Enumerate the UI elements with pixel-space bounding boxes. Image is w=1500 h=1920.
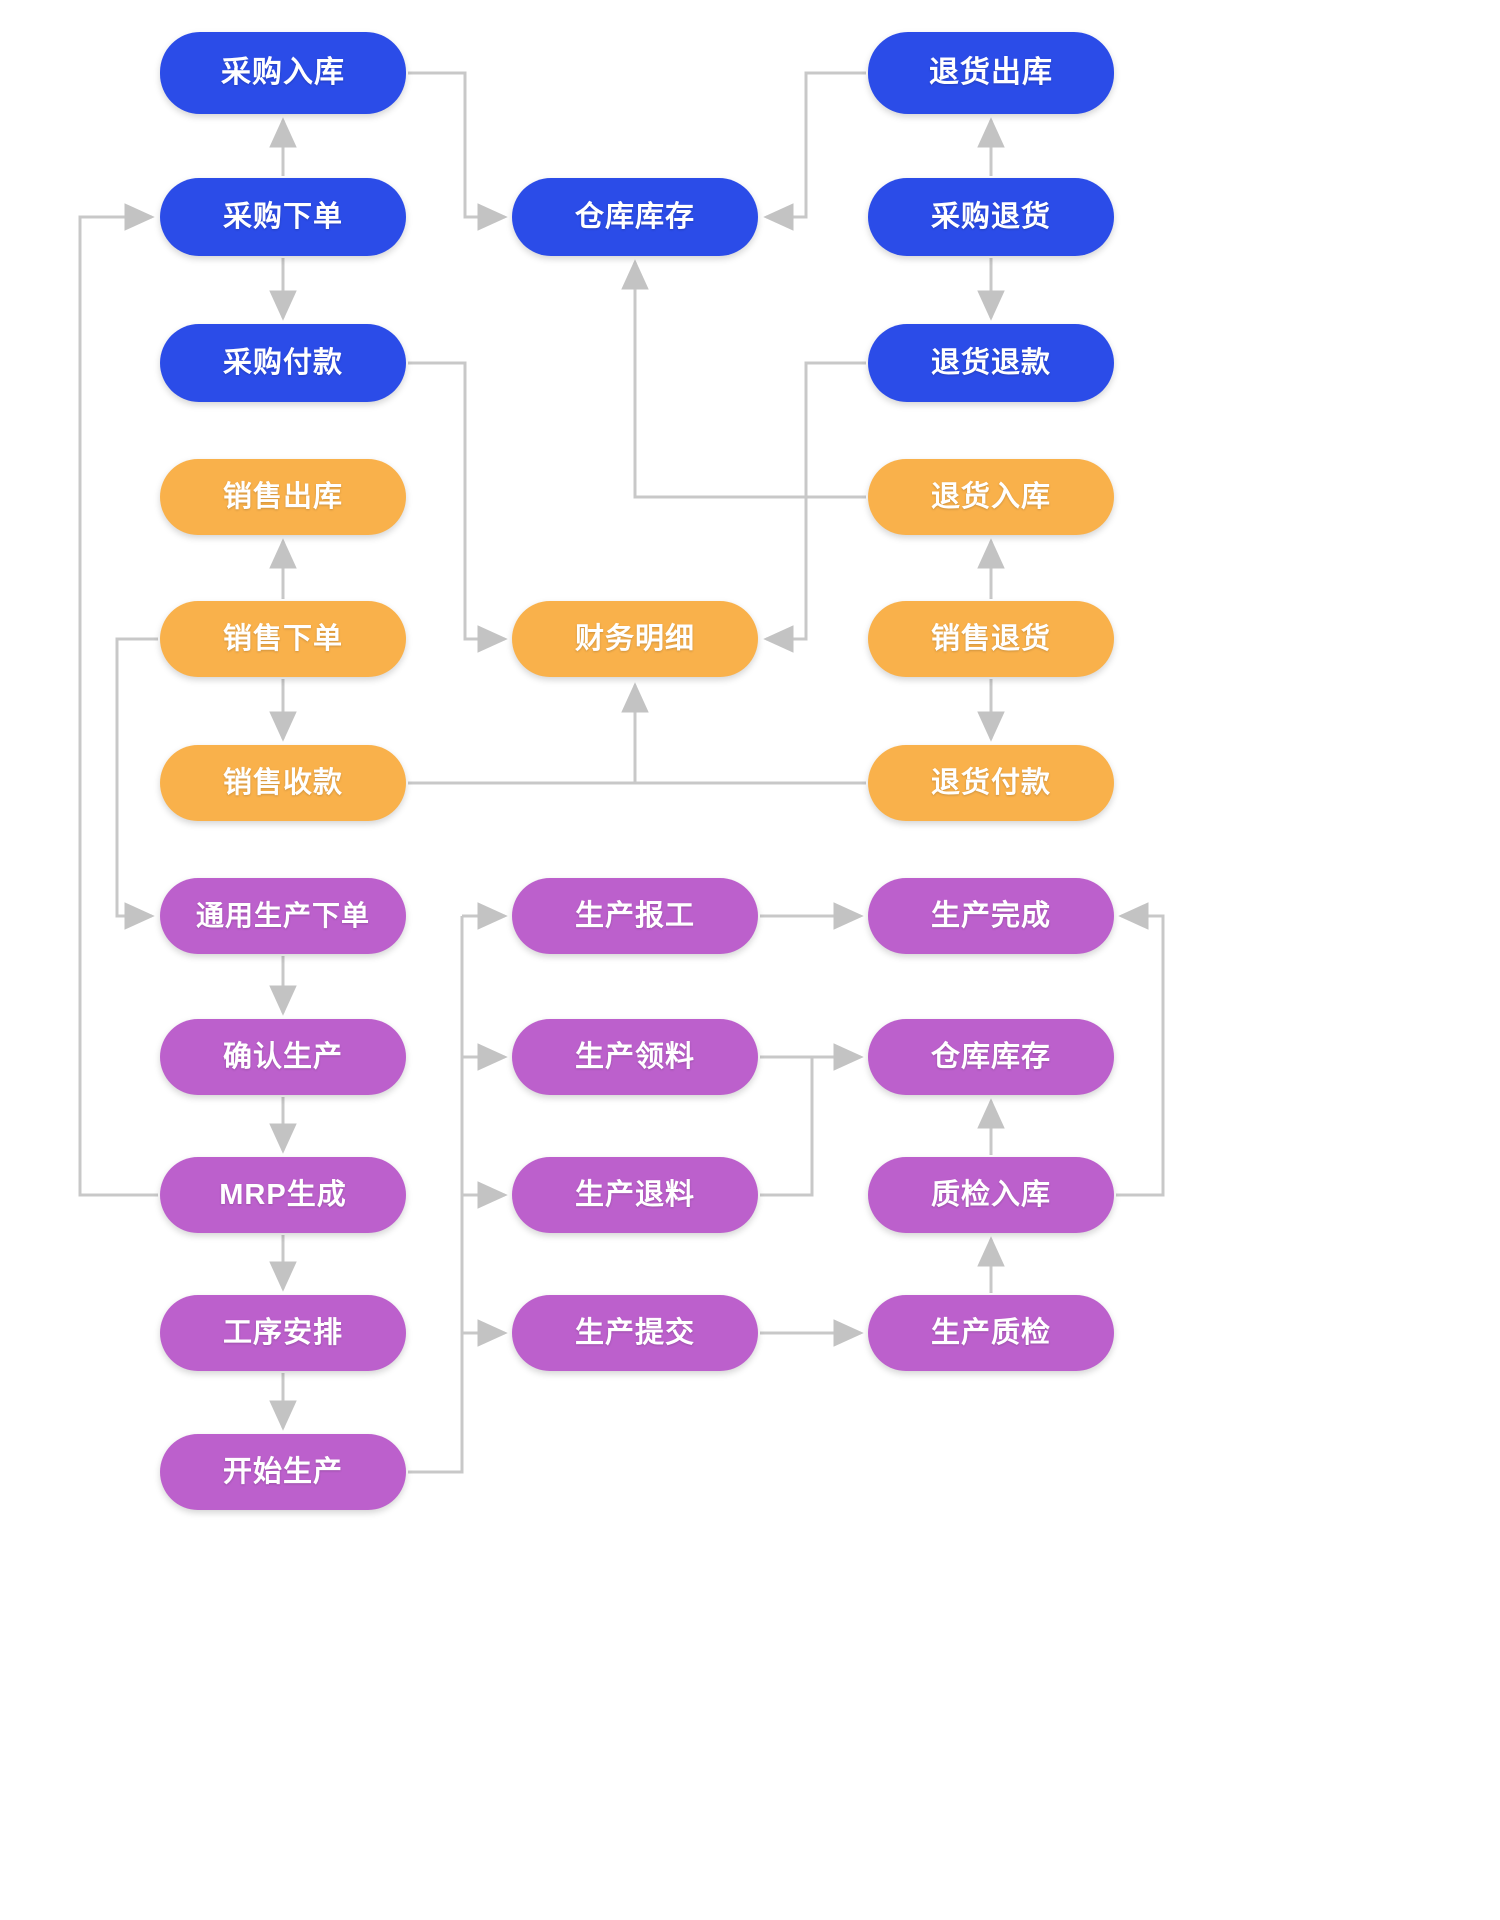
- flow-node-n14[interactable]: 退货付款: [868, 745, 1114, 821]
- flow-node-label: 工序安排: [222, 1316, 343, 1349]
- flow-node-label: 确认生产: [222, 1040, 343, 1073]
- flow-node-label: 退货入库: [930, 480, 1051, 513]
- edge-n09-n04: [621, 259, 866, 499]
- flow-node-n09[interactable]: 退货入库: [868, 459, 1114, 535]
- flow-node-n22[interactable]: 生产退料: [512, 1157, 758, 1233]
- flow-node-label: 采购下单: [222, 200, 343, 233]
- edge-n27-trunk: [408, 916, 464, 1474]
- flow-node-label: 采购入库: [221, 56, 345, 89]
- flow-node-label: 仓库库存: [574, 200, 695, 233]
- flow-node-label: 采购付款: [222, 346, 343, 379]
- flow-node-n21[interactable]: MRP生成: [160, 1157, 406, 1233]
- flow-node-n27[interactable]: 开始生产: [160, 1434, 406, 1510]
- flow-node-n11[interactable]: 财务明细: [512, 601, 758, 677]
- flow-node-label: MRP生成: [219, 1178, 347, 1211]
- flow-node-label: 仓库库存: [930, 1040, 1051, 1073]
- flow-node-n02[interactable]: 退货出库: [868, 32, 1114, 114]
- flow-node-n01[interactable]: 采购入库: [160, 32, 406, 114]
- flow-node-n13[interactable]: 销售收款: [160, 745, 406, 821]
- flow-node-n05[interactable]: 采购退货: [868, 178, 1114, 256]
- edge-n21-n03: [78, 203, 158, 1197]
- flow-node-label: 生产提交: [574, 1316, 695, 1349]
- flow-node-label: 生产质检: [930, 1316, 1051, 1349]
- flow-node-label: 采购退货: [930, 200, 1051, 233]
- flow-node-n24[interactable]: 工序安排: [160, 1295, 406, 1371]
- edge-n01-n04: [408, 71, 508, 231]
- edge-n06-n11: [408, 361, 508, 653]
- flow-node-n15[interactable]: 通用生产下单: [160, 878, 406, 954]
- flow-node-n26[interactable]: 生产质检: [868, 1295, 1114, 1371]
- edge-n07-n11: [763, 361, 866, 653]
- flow-node-label: 质检入库: [930, 1178, 1051, 1211]
- flow-node-label: 财务明细: [574, 622, 695, 655]
- flow-node-label: 生产报工: [574, 899, 695, 932]
- flow-node-n03[interactable]: 采购下单: [160, 178, 406, 256]
- flow-node-label: 退货付款: [930, 766, 1051, 799]
- flow-node-label: 退货退款: [930, 346, 1051, 379]
- flow-node-label: 生产退料: [574, 1178, 695, 1211]
- flow-node-n08[interactable]: 销售出库: [160, 459, 406, 535]
- flow-node-label: 开始生产: [222, 1455, 343, 1488]
- flow-node-n16[interactable]: 生产报工: [512, 878, 758, 954]
- flow-node-label: 退货出库: [929, 56, 1053, 89]
- flow-node-label: 通用生产下单: [195, 900, 370, 931]
- flow-node-n20[interactable]: 仓库库存: [868, 1019, 1114, 1095]
- edge-n13-n11: [408, 682, 649, 785]
- flow-node-n19[interactable]: 生产领料: [512, 1019, 758, 1095]
- flow-node-n04[interactable]: 仓库库存: [512, 178, 758, 256]
- flow-node-n25[interactable]: 生产提交: [512, 1295, 758, 1371]
- flow-node-n10[interactable]: 销售下单: [160, 601, 406, 677]
- flow-node-n06[interactable]: 采购付款: [160, 324, 406, 402]
- edge-n10-n15: [115, 637, 158, 930]
- flow-node-n12[interactable]: 销售退货: [868, 601, 1114, 677]
- flow-node-label: 销售出库: [222, 480, 343, 513]
- flow-node-n23[interactable]: 质检入库: [868, 1157, 1114, 1233]
- flow-node-n18[interactable]: 确认生产: [160, 1019, 406, 1095]
- flow-node-label: 销售收款: [222, 766, 343, 799]
- edge-group: [78, 71, 1165, 1474]
- flow-node-n07[interactable]: 退货退款: [868, 324, 1114, 402]
- flow-node-label: 销售下单: [222, 622, 343, 655]
- edge-n22-n20: [760, 1057, 814, 1197]
- edge-n02-n04: [763, 71, 866, 231]
- edge-n23-n17: [1116, 902, 1165, 1197]
- flow-node-n17[interactable]: 生产完成: [868, 878, 1114, 954]
- flow-node-label: 生产完成: [930, 899, 1051, 932]
- flow-node-label: 生产领料: [574, 1040, 695, 1073]
- flow-node-label: 销售退货: [930, 622, 1051, 655]
